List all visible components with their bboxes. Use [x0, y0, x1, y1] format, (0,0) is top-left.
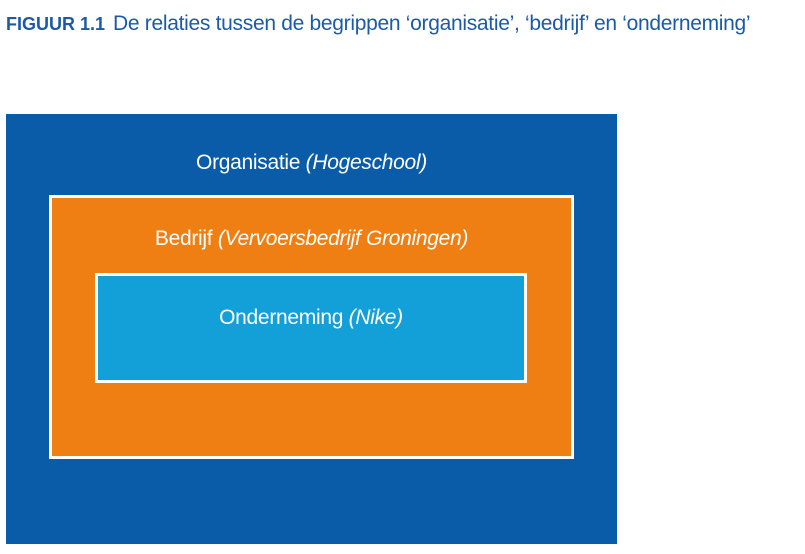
bedrijf-term: Bedrijf	[154, 227, 213, 250]
organisatie-label: Organisatie (Hogeschool)	[6, 150, 617, 176]
onderneming-label: Onderneming (Nike)	[98, 305, 524, 331]
onderneming-box: Onderneming (Nike)	[95, 273, 527, 383]
figure-title: De relaties tussen de begrippen ‘organis…	[113, 12, 751, 35]
figure-caption: FIGUUR 1.1 De relaties tussen de begrippe…	[6, 10, 805, 38]
organisatie-example: (Hogeschool)	[305, 151, 428, 174]
bedrijf-example: (Vervoersbedrijf Groningen)	[217, 227, 469, 250]
organisatie-box: Organisatie (Hogeschool) Bedrijf (Vervoe…	[6, 114, 617, 544]
bedrijf-box: Bedrijf (Vervoersbedrijf Groningen) Onde…	[49, 195, 574, 459]
organisatie-term: Organisatie	[196, 151, 301, 174]
figure-number: FIGUUR 1.1	[6, 14, 106, 34]
onderneming-term: Onderneming	[219, 306, 344, 329]
onderneming-example: (Nike)	[348, 306, 404, 329]
bedrijf-label: Bedrijf (Vervoersbedrijf Groningen)	[52, 226, 571, 252]
